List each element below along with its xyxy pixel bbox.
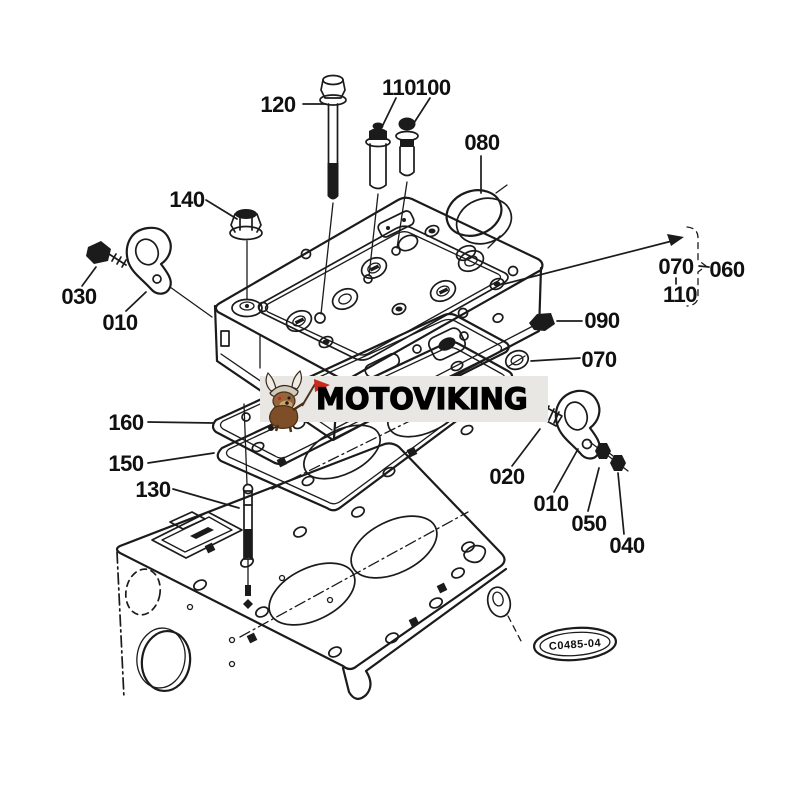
callout-080: 080 bbox=[464, 130, 499, 155]
nuts-050-040 bbox=[589, 441, 629, 472]
callout-labels: 120 110 100 080 140 030 010 090 070 070 … bbox=[61, 75, 745, 558]
bolt-030 bbox=[86, 241, 127, 268]
callout-110: 110 bbox=[382, 75, 416, 100]
engine-block bbox=[115, 442, 522, 700]
cap-080 bbox=[445, 184, 513, 249]
watermark-band bbox=[260, 376, 548, 422]
plug-100 bbox=[395, 117, 419, 249]
callout-060: 060 bbox=[709, 257, 744, 282]
drawing-stamp: C0485-04 bbox=[532, 626, 618, 662]
callout-100: 100 bbox=[415, 75, 450, 100]
callout-160: 160 bbox=[108, 410, 143, 435]
callout-050: 050 bbox=[571, 511, 606, 536]
callout-010-right: 010 bbox=[533, 491, 568, 516]
head-bolt-120 bbox=[319, 74, 347, 315]
callout-070-right: 070 bbox=[581, 347, 616, 372]
callout-120: 120 bbox=[260, 92, 295, 117]
plug-110 bbox=[365, 122, 391, 277]
stamp-text: C0485-04 bbox=[549, 637, 602, 653]
callout-070-group: 070 bbox=[658, 254, 693, 279]
callout-140: 140 bbox=[169, 187, 204, 212]
motoviking-mascot-icon bbox=[265, 370, 330, 433]
callout-150: 150 bbox=[108, 451, 143, 476]
eyelet-010-left bbox=[125, 226, 213, 318]
nut-140 bbox=[229, 209, 263, 300]
cap-nut-070 bbox=[504, 349, 530, 371]
callout-030: 030 bbox=[61, 284, 96, 309]
callout-020: 020 bbox=[489, 464, 524, 489]
valve-bosses bbox=[285, 234, 485, 333]
stud-130 bbox=[242, 403, 254, 609]
callout-040: 040 bbox=[609, 533, 644, 558]
block-eyelet bbox=[486, 586, 522, 642]
leader-lines bbox=[81, 97, 710, 535]
stud-bosses bbox=[318, 224, 505, 349]
watermark: MOTOVIKING bbox=[260, 370, 548, 433]
callout-130: 130 bbox=[135, 477, 170, 502]
watermark-text: MOTOVIKING bbox=[316, 382, 528, 416]
callout-090: 090 bbox=[584, 308, 619, 333]
callout-110-group: 110 bbox=[663, 282, 697, 307]
plug-090 bbox=[529, 313, 555, 331]
callout-010-left: 010 bbox=[102, 310, 137, 335]
